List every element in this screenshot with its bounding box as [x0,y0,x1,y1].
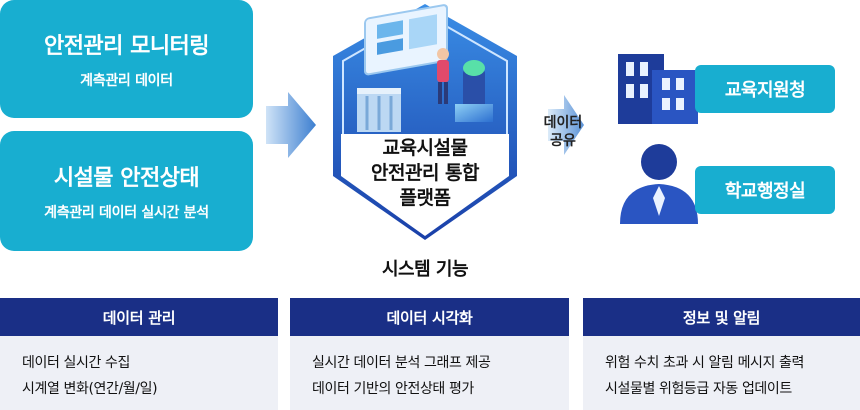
share-line-2: 공유 [550,133,576,149]
platform-line-3: 플랫폼 [399,187,451,209]
education-office-label: 교육지원청 [695,65,835,113]
platform-illustration [333,4,517,240]
flow-arrow-right-icon [266,92,316,158]
platform-hexagon: 교육시설물 안전관리 통합 플랫폼 [325,0,525,245]
building-icon [618,54,698,124]
person-icon [620,144,698,224]
share-line-1: 데이터 [543,115,583,131]
monitoring-box: 안전관리 모니터링 계측관리 데이터 [0,0,253,118]
panel-data-management: 데이터 관리 데이터 실시간 수집 시계열 변화(연간/월/일) [0,298,278,410]
monitoring-subtitle: 계측관리 데이터 [80,73,173,89]
panel-data-visualization-item-2: 데이터 기반의 안전상태 평가 [312,381,474,397]
panel-data-management-item-2: 시계열 변화(연간/월/일) [22,381,158,397]
panel-data-visualization: 데이터 시각화 실시간 데이터 분석 그래프 제공 데이터 기반의 안전상태 평… [290,298,569,410]
share-arrow-icon [548,95,584,155]
panel-info-alerts-item-2: 시설물별 위험등급 자동 업데이트 [605,381,792,397]
school-admin-label: 학교행정실 [695,166,835,214]
panel-info-alerts-title: 정보 및 알림 [583,298,860,336]
facility-status-subtitle: 계측관리 데이터 실시간 분석 [44,205,209,221]
panel-data-visualization-item-1: 실시간 데이터 분석 그래프 제공 [312,355,491,371]
panel-data-management-item-1: 데이터 실시간 수집 [22,355,130,371]
data-share-label: 데이터 공유 [538,114,588,150]
panel-info-alerts: 정보 및 알림 위험 수치 초과 시 알림 메시지 출력 시설물별 위험등급 자… [583,298,860,410]
platform-line-1: 교육시설물 [382,137,468,159]
system-functions-title: 시스템 기능 [381,259,469,280]
platform-line-2: 안전관리 통합 [371,162,480,184]
panel-data-visualization-title: 데이터 시각화 [290,298,569,336]
panel-info-alerts-item-1: 위험 수치 초과 시 알림 메시지 출력 [605,355,805,371]
panel-data-management-title: 데이터 관리 [0,298,278,336]
monitoring-title: 안전관리 모니터링 [43,34,210,59]
facility-status-title: 시설물 안전상태 [53,166,200,191]
facility-status-box: 시설물 안전상태 계측관리 데이터 실시간 분석 [0,131,253,251]
platform-label: 교육시설물 안전관리 통합 플랫폼 [325,136,525,211]
